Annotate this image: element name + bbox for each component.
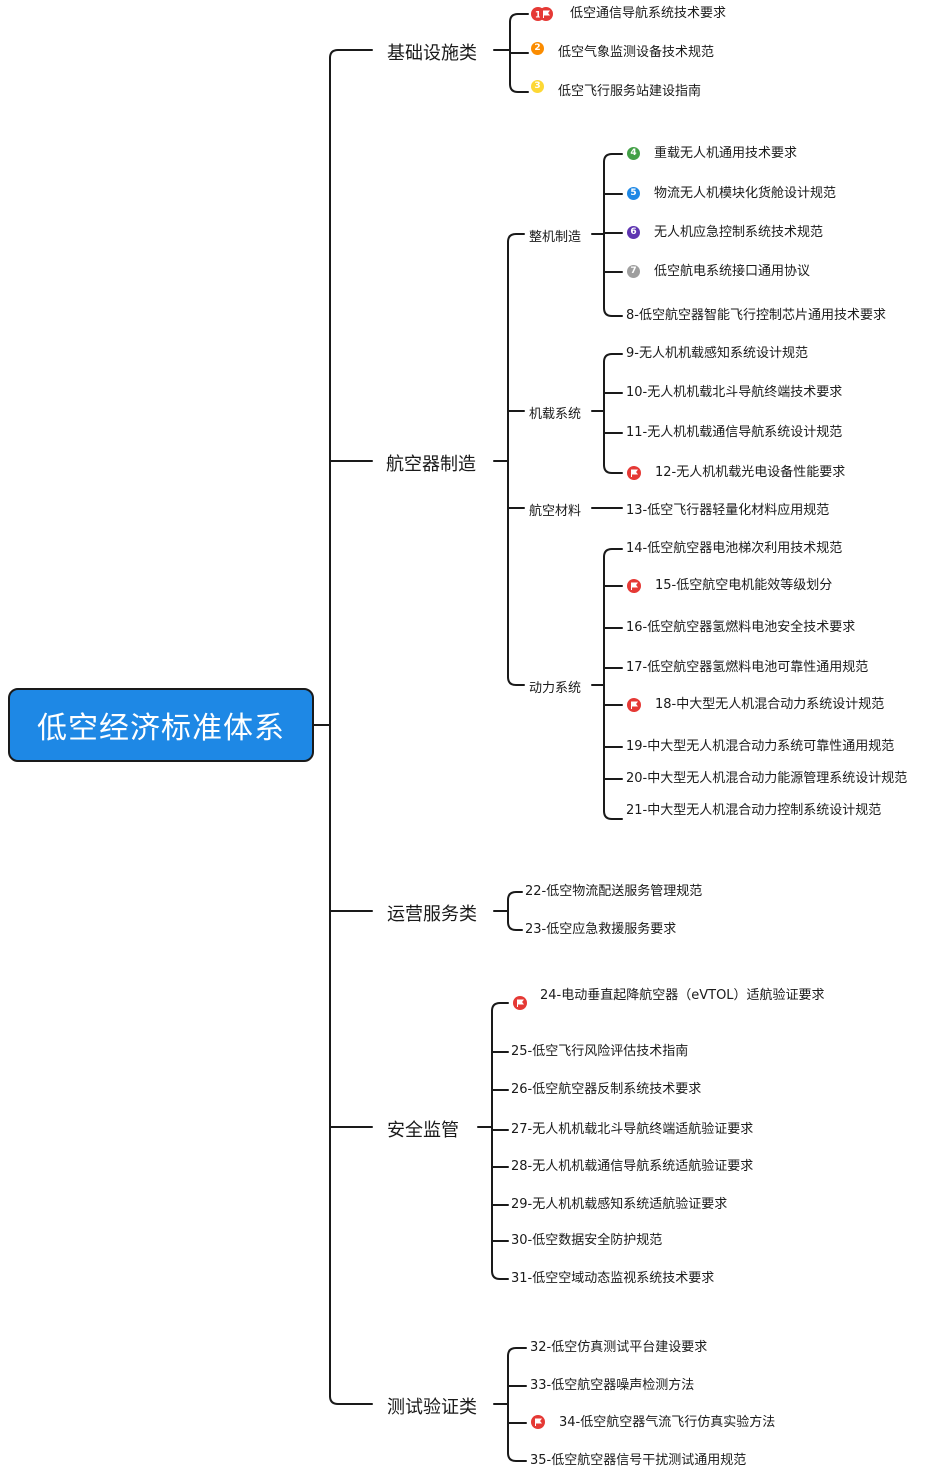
flag-icon <box>531 1415 545 1429</box>
priority-7-icon: 7 <box>627 265 640 278</box>
list-item[interactable]: 28-无人机机载通信导航系统适航验证要求 <box>511 1159 754 1174</box>
priority-4-icon: 4 <box>627 147 640 160</box>
list-item[interactable]: 34-低空航空器气流飞行仿真实验方法 <box>559 1415 776 1430</box>
subcategory-power-systems[interactable]: 动力系统 <box>529 681 582 696</box>
list-item[interactable]: 35-低空航空器信号干扰测试通用规范 <box>530 1453 747 1468</box>
list-item[interactable]: 重载无人机通用技术要求 <box>654 146 798 161</box>
list-item[interactable]: 12-无人机机载光电设备性能要求 <box>655 465 846 480</box>
list-item[interactable]: 14-低空航空器电池梯次利用技术规范 <box>626 541 843 556</box>
list-item[interactable]: 低空通信导航系统技术要求 <box>570 6 727 21</box>
svg-text:1: 1 <box>535 11 541 21</box>
priority-6-icon: 6 <box>627 226 640 239</box>
list-item[interactable]: 13-低空飞行器轻量化材料应用规范 <box>626 503 830 518</box>
list-item[interactable]: 27-无人机机载北斗导航终端适航验证要求 <box>511 1122 754 1137</box>
category-aircraft-manufacturing[interactable]: 航空器制造 <box>386 454 476 475</box>
list-item[interactable]: 18-中大型无人机混合动力系统设计规范 <box>655 697 885 712</box>
list-item[interactable]: 30-低空数据安全防护规范 <box>511 1233 663 1248</box>
subcategory-airborne-systems[interactable]: 机载系统 <box>529 407 582 422</box>
list-item[interactable]: 23-低空应急救援服务要求 <box>525 922 677 937</box>
list-item[interactable]: 11-无人机机载通信导航系统设计规范 <box>626 425 843 440</box>
priority-1-flag-icon: 1 <box>531 6 553 21</box>
list-item[interactable]: 低空航电系统接口通用协议 <box>654 264 811 279</box>
list-item[interactable]: 9-无人机机载感知系统设计规范 <box>626 346 808 361</box>
list-item[interactable]: 31-低空空域动态监视系统技术要求 <box>511 1271 715 1286</box>
list-item[interactable]: 25-低空飞行风险评估技术指南 <box>511 1044 689 1059</box>
list-item[interactable]: 物流无人机模块化货舱设计规范 <box>654 186 837 201</box>
category-safety-supervision[interactable]: 安全监管 <box>387 1120 459 1141</box>
list-item[interactable]: 低空飞行服务站建设指南 <box>558 84 702 99</box>
priority-5-icon: 5 <box>627 187 640 200</box>
flag-icon <box>627 579 641 593</box>
subcategory-aviation-materials[interactable]: 航空材料 <box>529 504 582 519</box>
list-item[interactable]: 16-低空航空器氢燃料电池安全技术要求 <box>626 620 856 635</box>
flag-icon <box>627 698 641 712</box>
category-operations-services[interactable]: 运营服务类 <box>387 904 477 925</box>
list-item[interactable]: 33-低空航空器噪声检测方法 <box>530 1378 695 1393</box>
list-item[interactable]: 26-低空航空器反制系统技术要求 <box>511 1082 702 1097</box>
priority-2-icon: 2 <box>531 42 544 55</box>
root-node[interactable]: 低空经济标准体系 <box>8 688 314 762</box>
list-item[interactable]: 32-低空仿真测试平台建设要求 <box>530 1340 708 1355</box>
list-item[interactable]: 低空气象监测设备技术规范 <box>558 45 715 60</box>
list-item[interactable]: 24-电动垂直起降航空器（eVTOL）适航验证要求 <box>540 988 825 1003</box>
list-item[interactable]: 22-低空物流配送服务管理规范 <box>525 884 703 899</box>
list-item[interactable]: 21-中大型无人机混合动力控制系统设计规范 <box>626 803 882 818</box>
list-item[interactable]: 19-中大型无人机混合动力系统可靠性通用规范 <box>626 739 895 754</box>
category-test-verification[interactable]: 测试验证类 <box>387 1397 477 1418</box>
list-item[interactable]: 8-低空航空器智能飞行控制芯片通用技术要求 <box>626 308 886 323</box>
list-item[interactable]: 17-低空航空器氢燃料电池可靠性通用规范 <box>626 660 869 675</box>
flag-icon <box>513 996 527 1010</box>
list-item[interactable]: 15-低空航空电机能效等级划分 <box>655 578 833 593</box>
category-infrastructure[interactable]: 基础设施类 <box>387 43 477 64</box>
flag-icon <box>627 466 641 480</box>
priority-3-icon: 3 <box>531 80 544 93</box>
list-item[interactable]: 20-中大型无人机混合动力能源管理系统设计规范 <box>626 771 908 786</box>
subcategory-whole-aircraft[interactable]: 整机制造 <box>529 230 582 245</box>
list-item[interactable]: 无人机应急控制系统技术规范 <box>654 225 824 240</box>
list-item[interactable]: 10-无人机机载北斗导航终端技术要求 <box>626 385 843 400</box>
list-item[interactable]: 29-无人机机载感知系统适航验证要求 <box>511 1197 728 1212</box>
